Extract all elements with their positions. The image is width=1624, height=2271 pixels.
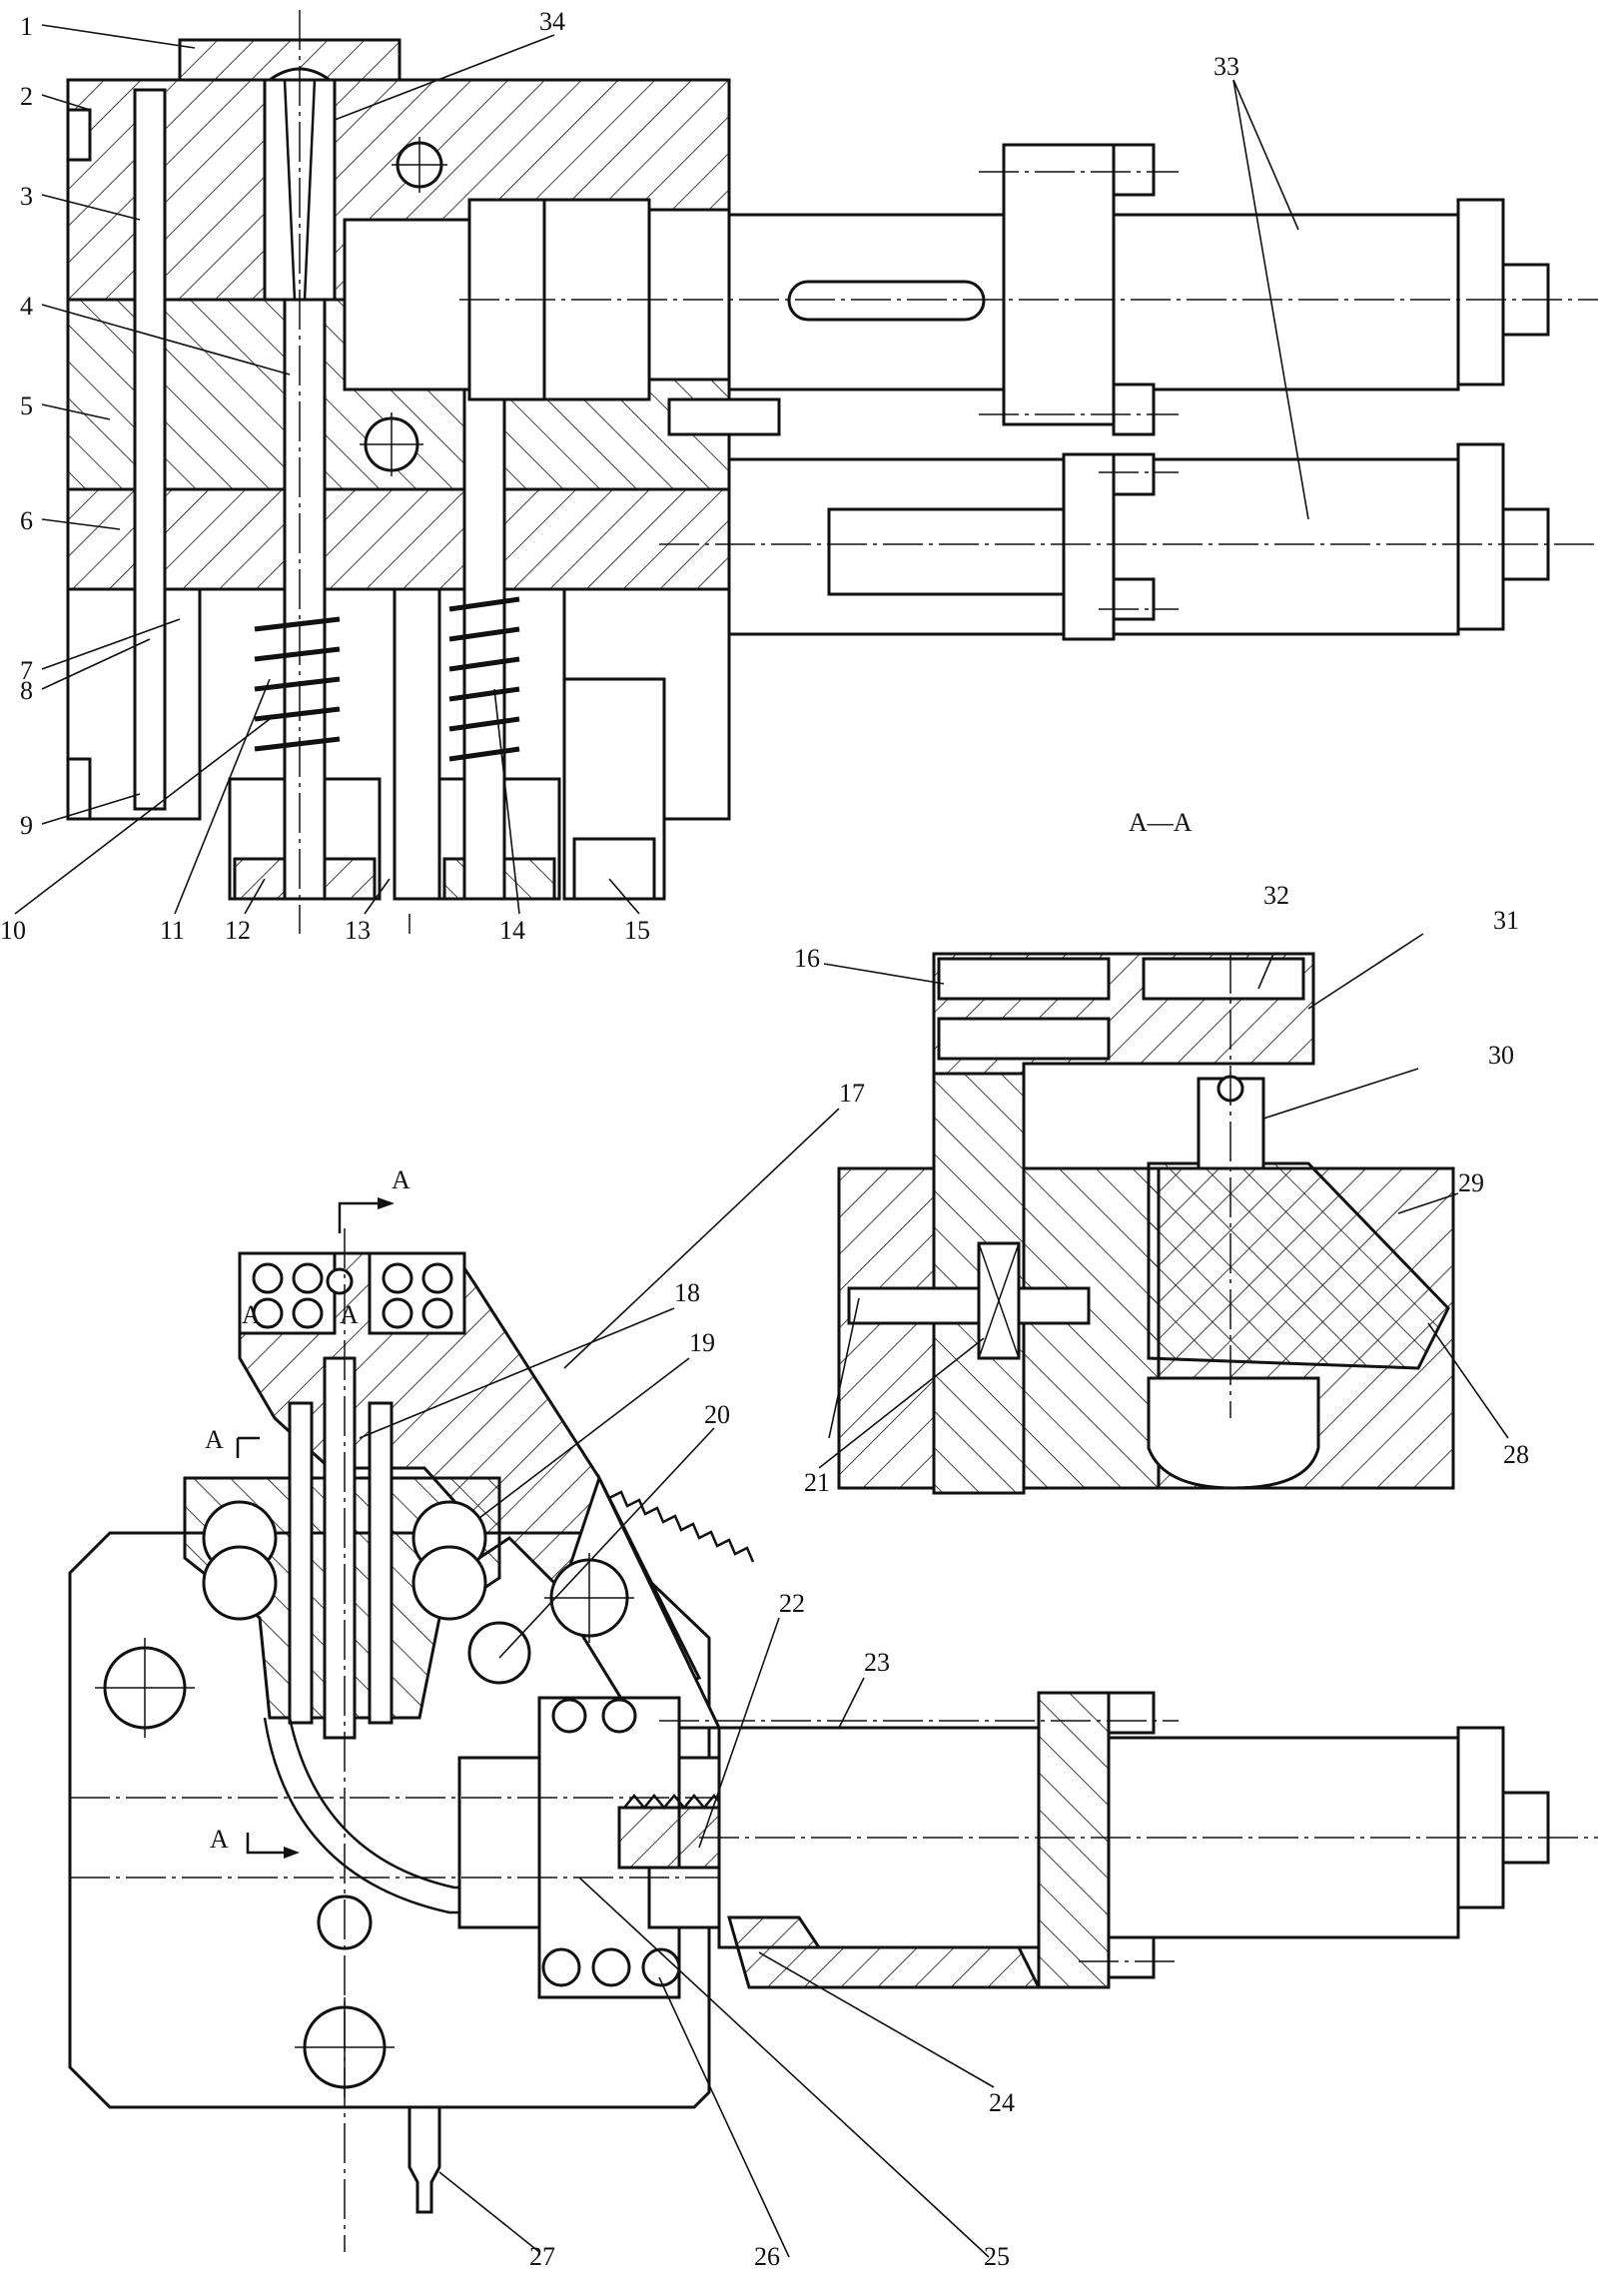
label-6: 6 bbox=[20, 506, 33, 535]
label-15: 15 bbox=[624, 916, 650, 945]
label-24: 24 bbox=[989, 2088, 1015, 2117]
label-19: 19 bbox=[689, 1328, 715, 1357]
label-13: 13 bbox=[345, 916, 371, 945]
label-11: 11 bbox=[160, 916, 185, 945]
cut-mark-box-a1: A bbox=[242, 1300, 261, 1329]
section-label: A—A bbox=[1129, 808, 1193, 837]
cut-mark-left-upper: A bbox=[205, 1425, 224, 1454]
label-26: 26 bbox=[754, 2242, 780, 2271]
label-33: 33 bbox=[1214, 52, 1239, 81]
label-3: 3 bbox=[20, 182, 33, 211]
cut-mark-left-lower: A bbox=[210, 1825, 229, 1854]
label-16: 16 bbox=[794, 944, 820, 973]
cut-mark-box-a2: A bbox=[340, 1300, 359, 1329]
label-12: 12 bbox=[225, 916, 251, 945]
label-34: 34 bbox=[539, 7, 565, 36]
label-14: 14 bbox=[499, 916, 525, 945]
part-number-labels: 1 2 3 4 5 6 7 8 9 10 11 12 13 14 15 16 1… bbox=[0, 7, 1529, 2271]
label-5: 5 bbox=[20, 391, 33, 420]
label-29: 29 bbox=[1458, 1168, 1484, 1197]
leader-lines bbox=[14, 24, 1509, 2258]
label-10: 10 bbox=[0, 916, 26, 945]
label-2: 2 bbox=[20, 82, 33, 111]
label-23: 23 bbox=[864, 1648, 890, 1677]
top-section-view bbox=[66, 10, 1598, 934]
label-8: 8 bbox=[20, 676, 33, 705]
label-27: 27 bbox=[529, 2242, 555, 2271]
label-4: 4 bbox=[20, 292, 33, 321]
section-aa-view: A—A bbox=[837, 808, 1455, 1495]
label-7: 7 bbox=[20, 656, 33, 685]
label-21: 21 bbox=[804, 1468, 830, 1497]
label-20: 20 bbox=[704, 1400, 730, 1429]
label-1: 1 bbox=[20, 12, 33, 41]
label-9: 9 bbox=[20, 811, 33, 840]
label-28: 28 bbox=[1503, 1440, 1529, 1469]
label-30: 30 bbox=[1488, 1041, 1514, 1070]
label-31: 31 bbox=[1493, 906, 1519, 935]
bottom-plan-view: A A A A A bbox=[68, 1165, 1598, 2252]
label-22: 22 bbox=[779, 1589, 805, 1618]
label-32: 32 bbox=[1263, 881, 1289, 910]
label-25: 25 bbox=[984, 2242, 1010, 2271]
label-18: 18 bbox=[674, 1278, 700, 1307]
cut-mark-top: A bbox=[392, 1165, 410, 1194]
label-17: 17 bbox=[839, 1079, 865, 1108]
